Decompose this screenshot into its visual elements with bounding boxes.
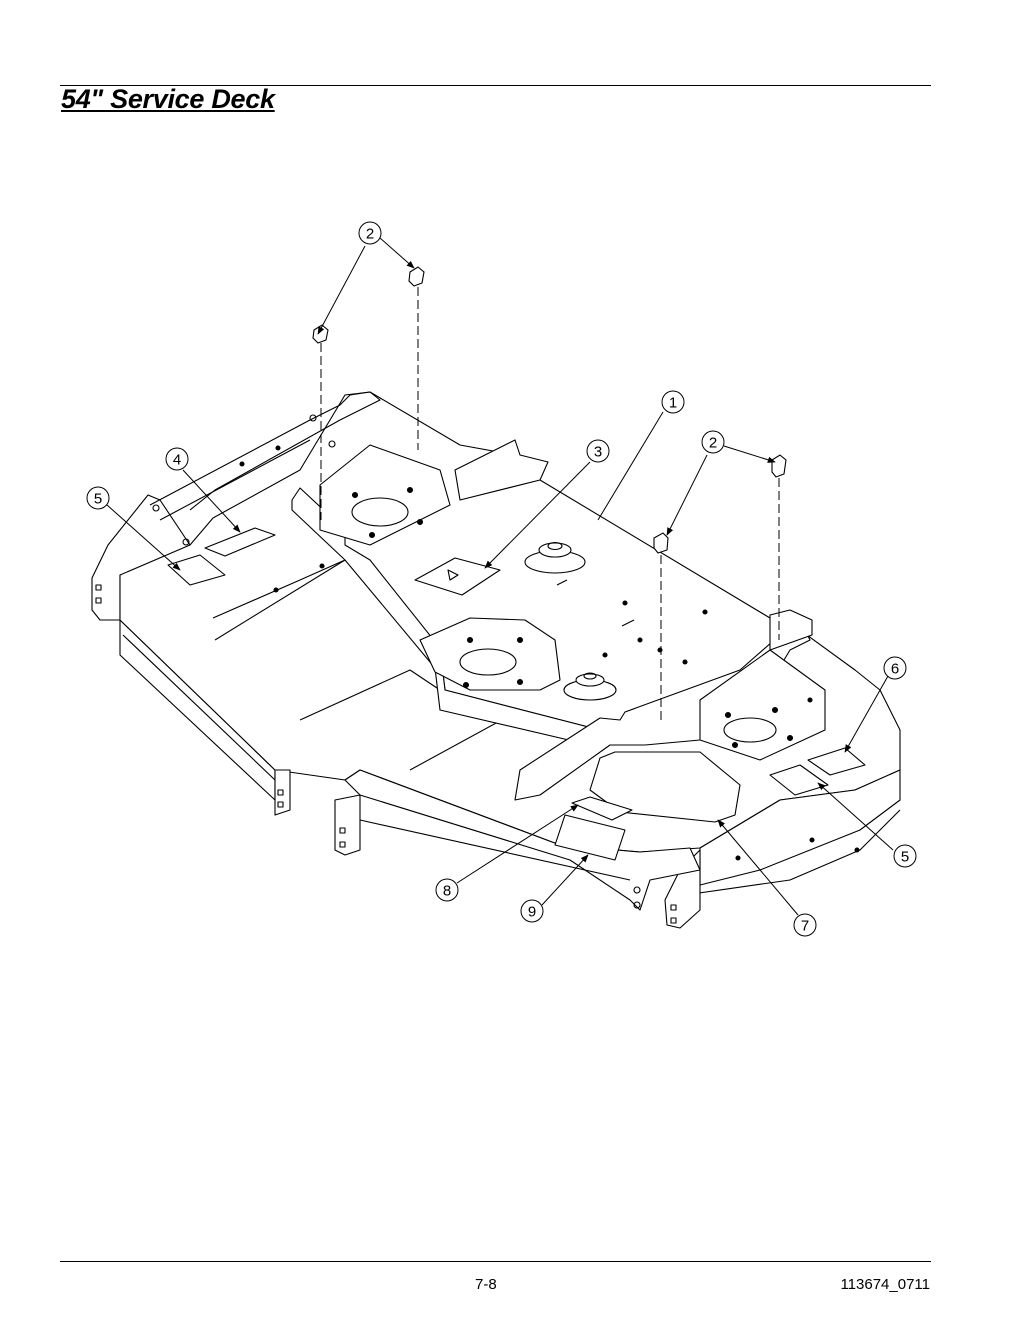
right-skirt [699,769,901,886]
callout-8: 8 [435,878,459,902]
svg-text:8: 8 [443,883,451,900]
decal-5-left [167,554,226,586]
svg-text:3: 3 [594,444,602,461]
svg-text:7: 7 [801,918,809,935]
callout-5-left: 5 [86,486,110,510]
pulley-1 [524,541,586,574]
decal-9 [554,814,626,861]
footer-rule [60,1261,931,1262]
deck-body [91,391,901,929]
svg-text:5: 5 [94,491,102,508]
callouts: 1 2 2 3 4 5 5 6 7 8 9 [86,221,917,937]
page-title: 54" Service Deck [61,84,275,114]
callout-7: 7 [793,913,817,937]
fastener-rear-left [312,324,329,344]
svg-text:9: 9 [528,904,536,921]
pulley-2 [563,672,617,701]
svg-text:1: 1 [669,395,677,412]
svg-text:6: 6 [891,661,899,678]
callout-5-right: 5 [893,844,917,868]
decal-3 [414,557,501,596]
front-skirt [344,769,701,911]
document-number: 113674_0711 [840,1276,930,1293]
leader-lines [106,237,894,916]
callout-1: 1 [661,390,685,414]
right-rail [454,439,549,501]
decal-8 [571,796,633,821]
decal-4 [204,527,276,557]
left-spindle-mount [319,444,451,546]
fastener-front-left [653,532,669,554]
right-spindle-hole [723,717,777,743]
page-number: 7-8 [475,1276,497,1293]
callout-4: 4 [165,447,189,471]
svg-text:4: 4 [173,452,181,469]
center-spindle-hole [459,648,517,676]
right-rear-rail [769,609,813,651]
fastener-rear-right [408,266,425,287]
install-lines [320,287,780,720]
svg-text:2: 2 [709,435,717,452]
callout-2-rear: 2 [358,221,382,245]
callout-3: 3 [586,439,610,463]
decal-5-right [769,764,829,796]
header-rule [60,85,931,86]
callout-6: 6 [883,656,907,680]
left-spindle-hole [351,497,409,527]
left-rail [149,391,381,511]
center-housing [419,617,561,691]
decal-6 [807,747,866,776]
svg-text:5: 5 [901,849,909,866]
fastener-front-right [771,454,787,478]
svg-text:2: 2 [366,226,374,243]
callout-9: 9 [520,899,544,923]
front-left-bracket [334,794,361,856]
access-cover [589,751,741,823]
callout-2-front: 2 [701,430,725,454]
